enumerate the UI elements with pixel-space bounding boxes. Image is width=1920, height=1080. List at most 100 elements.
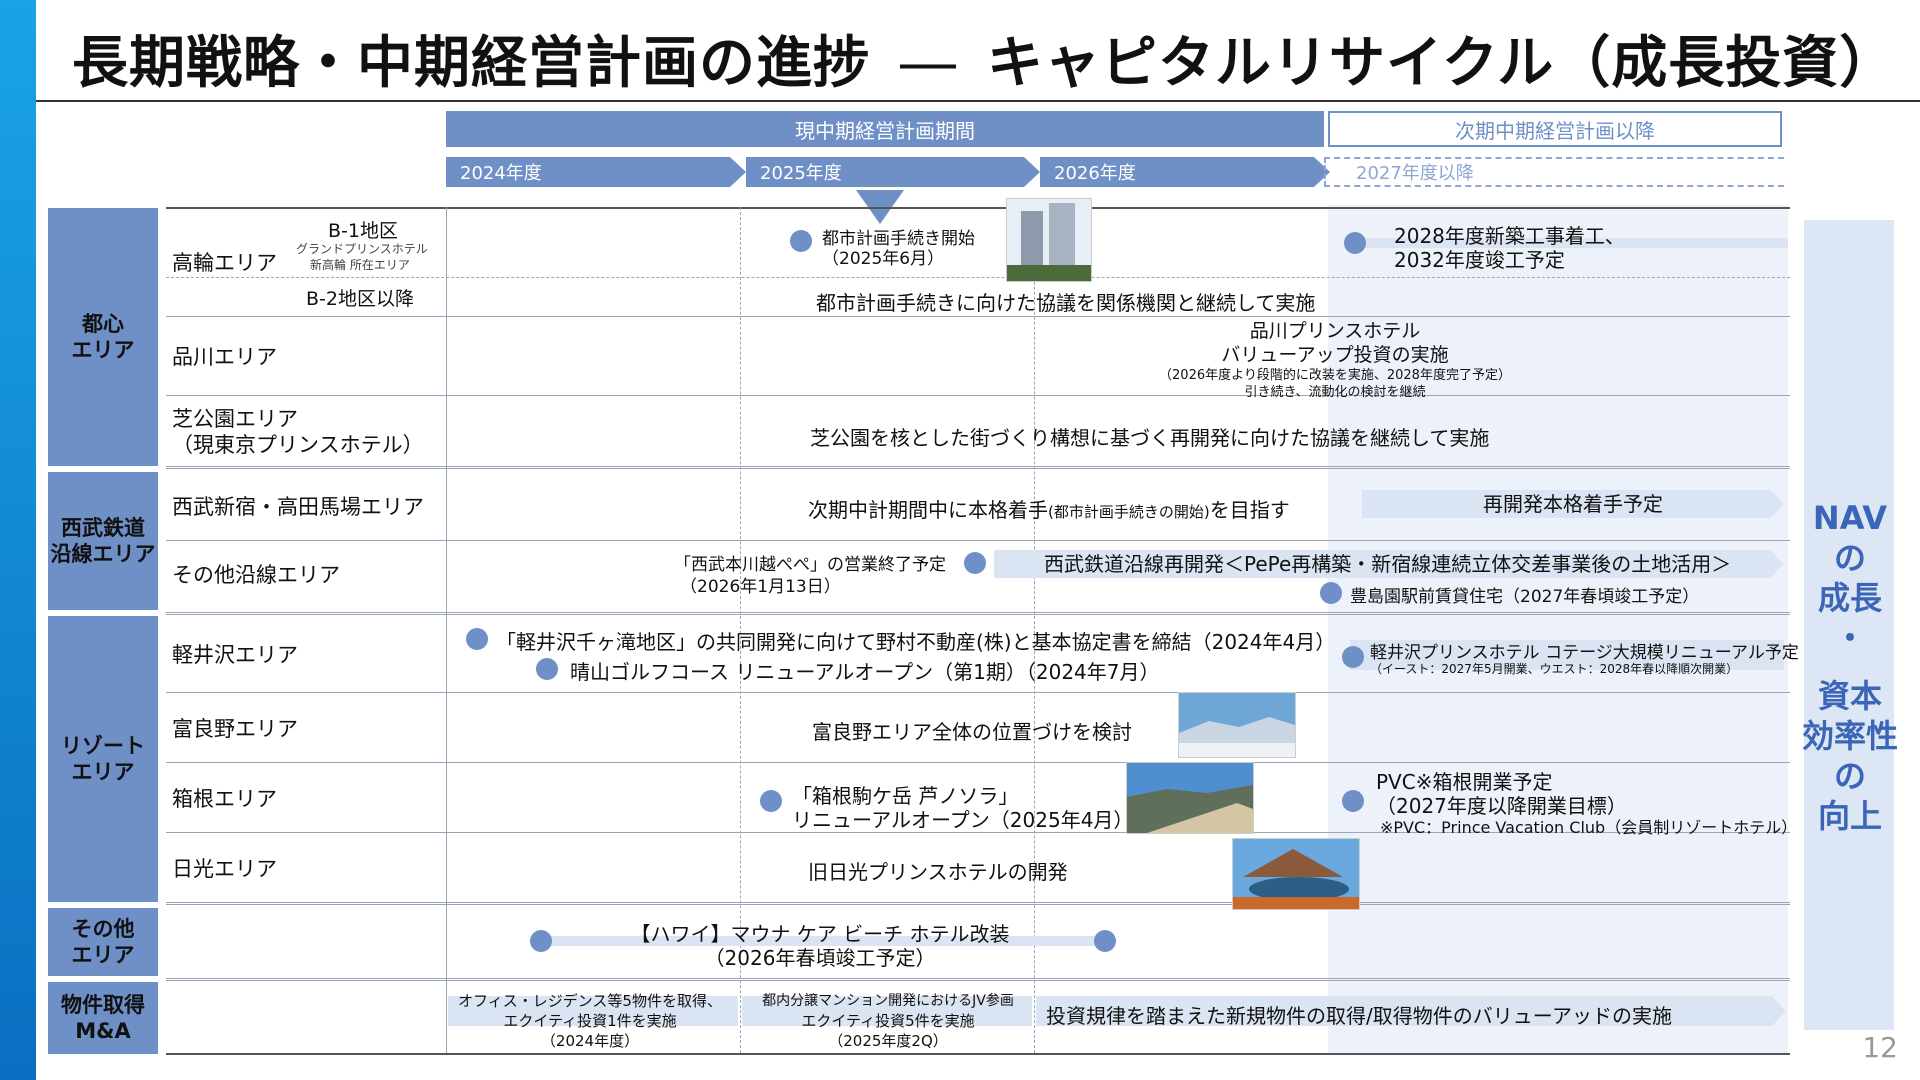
hakone-1a: 「箱根駒ケ岳 芦ノソラ」 (792, 784, 1019, 808)
category-resort: リゾート エリア (48, 616, 158, 902)
current-period-header: 現中期経営計画期間 (446, 111, 1324, 147)
ma-bar-2 (742, 996, 1032, 1026)
grid-line (166, 612, 1790, 615)
hawaii-bar (542, 936, 1106, 946)
ma-1c: （2024年度） (540, 1032, 640, 1050)
milestone-dot (964, 552, 986, 574)
hakone-2c: ※PVC：Prince Vacation Club（会員制リゾートホテル） (1380, 818, 1798, 837)
area-shinjuku: 西武新宿・高田馬場エリア (172, 495, 424, 519)
title-main: 長期戦略・中期経営計画の進捗 (72, 31, 870, 96)
area-furano: 富良野エリア (172, 717, 298, 741)
milestone-dot (760, 790, 782, 812)
ma-1b: エクイティ投資1件を実施 (503, 1012, 677, 1030)
shinjuku-next-bar: 再開発本格着手予定 (1362, 490, 1784, 518)
grid-vline (740, 207, 741, 1053)
goal-line: 効率性の (1801, 717, 1898, 795)
grid-line (166, 395, 1790, 396)
category-seibu: 西武鉄道 沿線エリア (48, 472, 158, 610)
hawaii-2: （2026年春頃竣工予定） (704, 946, 936, 970)
b1-label: B-1地区 (328, 220, 398, 242)
area-shinagawa: 品川エリア (172, 345, 277, 369)
goal-line: 向上 (1817, 797, 1882, 835)
goal-line: 資本 (1817, 677, 1882, 715)
milestone-dot (536, 658, 558, 680)
shinagawa-4: 引き続き、流動化の検討を継続 (1244, 385, 1426, 400)
karuizawa-4: （イースト：2027年5月開業、ウエスト：2028年春以降順次開業） (1370, 662, 1739, 676)
takanawa-item-1b: （2025年6月） (822, 249, 945, 269)
ma-bar-3 (1036, 996, 1786, 1026)
b2-label: B-2地区以降 (306, 288, 414, 310)
title-sub: キャピタルリサイクル（成長投資） (987, 31, 1897, 96)
b1-sub1: グランドプリンスホテル (296, 242, 428, 256)
nikko-text: 旧日光プリンスホテルの開発 (808, 860, 1068, 884)
takanawa-bar (1360, 238, 1788, 248)
karuizawa-3: 軽井沢プリンスホテル コテージ大規模リニューアル予定 (1370, 643, 1799, 663)
area-takanawa: 高輪エリア (172, 251, 277, 275)
area-nikko: 日光エリア (172, 857, 277, 881)
milestone-dot (530, 930, 552, 952)
other-line-2: 豊島園駅前賃貸住宅（2027年春頃竣工予定） (1350, 587, 1700, 607)
grid-vline (1034, 207, 1035, 1053)
other-line-1b: （2026年1月13日） (680, 577, 841, 597)
left-accent-bar (0, 0, 36, 1080)
grid-line (166, 832, 1790, 833)
shinjuku-text-main: 次期中計期間中に本格着手 (808, 498, 1048, 522)
grid-line (166, 762, 1790, 763)
milestone-dot (1342, 646, 1364, 668)
karuizawa-bar (1350, 640, 1784, 670)
goal-line: NAVの (1812, 499, 1888, 577)
takanawa-item-1a: 都市計画手続き開始 (822, 229, 975, 249)
furano-photo (1178, 692, 1296, 758)
milestone-dot (1094, 930, 1116, 952)
shinjuku-text-end: を目指す (1209, 498, 1290, 522)
grid-vline (446, 207, 447, 1053)
grid-line (166, 466, 1790, 469)
shinjuku-text-small: (都市計画手続きの開始) (1048, 503, 1210, 521)
other-line-1a: 「西武本川越ぺぺ」の営業終了予定 (674, 555, 946, 575)
hawaii-1: 【ハワイ】マウナ ケア ビーチ ホテル改装 (630, 922, 1010, 946)
shinagawa-3: （2026年度より段階的に改装を実施、2028年度完了予定） (1159, 368, 1511, 383)
goal-text: NAVの 成長 ・ 資本 効率性の 向上 (1800, 498, 1900, 836)
area-karuizawa: 軽井沢エリア (172, 643, 298, 667)
hakone-2b: （2027年度以降開業目標） (1376, 794, 1627, 818)
grid-line (166, 277, 1790, 278)
takanawa-item-2a: 2028年度新築工事着工、 (1394, 224, 1625, 248)
ma-2b: エクイティ投資5件を実施 (801, 1012, 975, 1030)
shibakoen-text: 芝公園を核とした街づくり構想に基づく再開発に向けた協議を継続して実施 (810, 426, 1490, 450)
category-other: その他 エリア (48, 908, 158, 976)
milestone-dot (1344, 232, 1366, 254)
year-2027-onward: 2027年度以降 (1324, 157, 1784, 187)
area-hakone: 箱根エリア (172, 787, 277, 811)
ma-2a: 都内分譲マンション開発におけるJV参画 (762, 993, 1014, 1009)
other-line-bar: 西武鉄道沿線再開発＜PePe再構築・新宿線連続立体交差事業後の土地活用＞ (994, 550, 1784, 578)
year-2025: 2025年度 (746, 157, 1040, 187)
grid-line (166, 207, 1790, 209)
page-title: 長期戦略・中期経営計画の進捗―キャピタルリサイクル（成長投資） (72, 18, 1896, 99)
area-other-line: その他沿線エリア (172, 563, 340, 587)
category-toshin: 都心 エリア (48, 208, 158, 466)
takanawa-item-2b: 2032年度竣工予定 (1394, 248, 1565, 272)
grid-line (166, 902, 1790, 905)
next-period-header: 次期中期経営計画以降 (1328, 111, 1782, 147)
milestone-dot (1342, 790, 1364, 812)
year-2024: 2024年度 (446, 157, 746, 187)
grid-line (166, 692, 1790, 693)
furano-text: 富良野エリア全体の位置づけを検討 (812, 720, 1132, 744)
hakone-1b: リニューアルオープン（2025年4月） (792, 808, 1134, 832)
page-number: 12 (1862, 1031, 1898, 1064)
karuizawa-2: 晴山ゴルフコース リニューアルオープン（第1期）（2024年7月） (570, 660, 1160, 684)
next-period-shading (1328, 205, 1788, 1055)
hakone-2a: PVC※箱根開業予定 (1376, 770, 1553, 794)
goal-line: ・ (1833, 619, 1866, 657)
goal-column (1804, 220, 1894, 1030)
b1-sub2: 新高輪 所在エリア (310, 258, 410, 272)
goal-line: 成長 (1817, 579, 1882, 617)
nikko-photo (1232, 838, 1360, 910)
category-ma: 物件取得 M&A (48, 982, 158, 1054)
grid-line (166, 1053, 1790, 1055)
milestone-dot (466, 628, 488, 650)
ma-1a: オフィス・レジデンス等5物件を取得、 (458, 992, 722, 1010)
building-photo (1006, 198, 1092, 282)
grid-line (166, 540, 1790, 541)
ma-2c: （2025年度2Q） (828, 1032, 948, 1050)
